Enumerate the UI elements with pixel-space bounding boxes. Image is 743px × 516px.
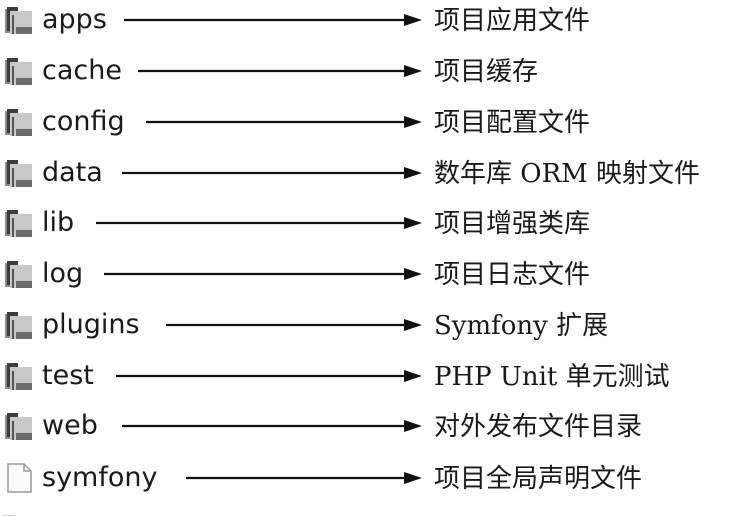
file-icon [2,461,36,495]
arrow-connector [96,214,422,232]
row-web: web 对外发布文件目录 [0,408,743,452]
description-label: PHP Unit 单元测试 [434,362,670,392]
arrow-connector [138,62,422,80]
arrow-connector [186,469,422,487]
folder-name: cache [42,55,122,86]
folder-name: web [42,410,98,441]
row-apps: apps 项目应用文件 [0,2,743,46]
row-log: log 项目日志文件 [0,256,743,300]
description-label: 项目缓存 [434,57,539,87]
folder-icon [2,359,36,393]
folder-icon [2,409,36,443]
row-lib: lib 项目增强类库 [0,205,743,249]
description-label: 对外发布文件目录 [434,412,643,442]
file-name: symfony [42,462,158,493]
description-label: 项目配置文件 [434,108,591,138]
folder-name: config [42,106,125,137]
row-data: data 数年库 ORM 映射文件 [0,155,743,199]
row-config: config 项目配置文件 [0,104,743,148]
folder-name: plugins [42,309,140,340]
arrow-connector [116,367,422,385]
folder-name: lib [42,207,75,238]
description-label: 数年库 ORM 映射文件 [434,159,701,189]
description-label: 项目增强类库 [434,209,591,239]
folder-name: test [42,360,94,391]
row-symfony: symfony 项目全局声明文件 [0,460,743,504]
folder-icon [2,156,36,190]
description-label: 项目日志文件 [434,260,591,290]
folder-icon [2,206,36,240]
folder-name: apps [42,4,107,35]
row-plugins: plugins Symfony 扩展 [0,307,743,351]
folder-icon [2,3,36,37]
folder-icon [2,54,36,88]
folder-icon [2,105,36,139]
folder-name: data [42,157,103,188]
arrow-connector [166,316,422,334]
arrow-connector [104,265,422,283]
arrow-connector [124,11,422,29]
description-label: 项目应用文件 [434,6,591,36]
row-test: test PHP Unit 单元测试 [0,358,743,402]
description-label: Symfony 扩展 [434,311,609,341]
description-label: 项目全局声明文件 [434,464,643,494]
arrow-connector [122,417,422,435]
row-cache: cache 项目缓存 [0,53,743,97]
folder-name: log [42,258,84,289]
partial-file-icon [2,508,16,516]
folder-icon [2,308,36,342]
arrow-connector [122,164,422,182]
arrow-connector [146,113,422,131]
folder-icon [2,257,36,291]
